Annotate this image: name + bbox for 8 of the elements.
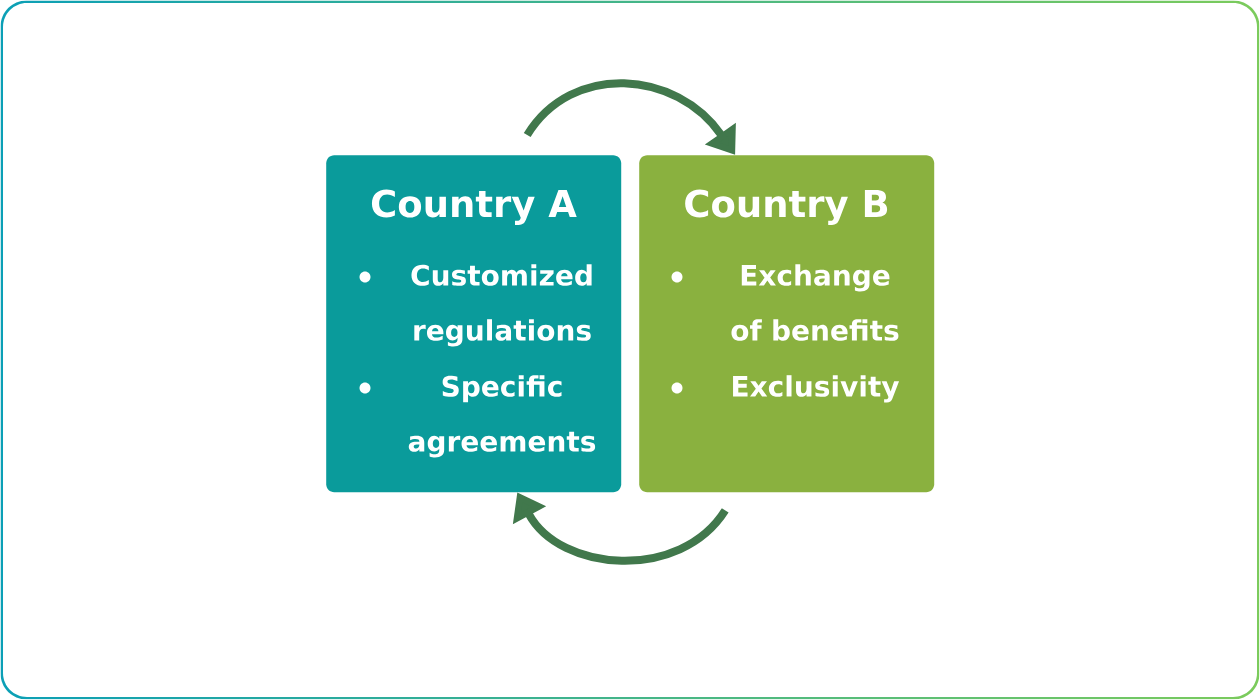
box-heading: Country B xyxy=(685,189,888,225)
bullet-text: Exchange of benefits xyxy=(731,264,899,341)
bullet-text: Customized regulations xyxy=(411,264,592,347)
bullet-text: Specific agreements xyxy=(408,375,596,458)
bullet-text: Exclusivity xyxy=(733,375,900,403)
country-box xyxy=(326,155,622,493)
country-box xyxy=(639,155,935,493)
box-heading: Country A xyxy=(371,189,577,225)
